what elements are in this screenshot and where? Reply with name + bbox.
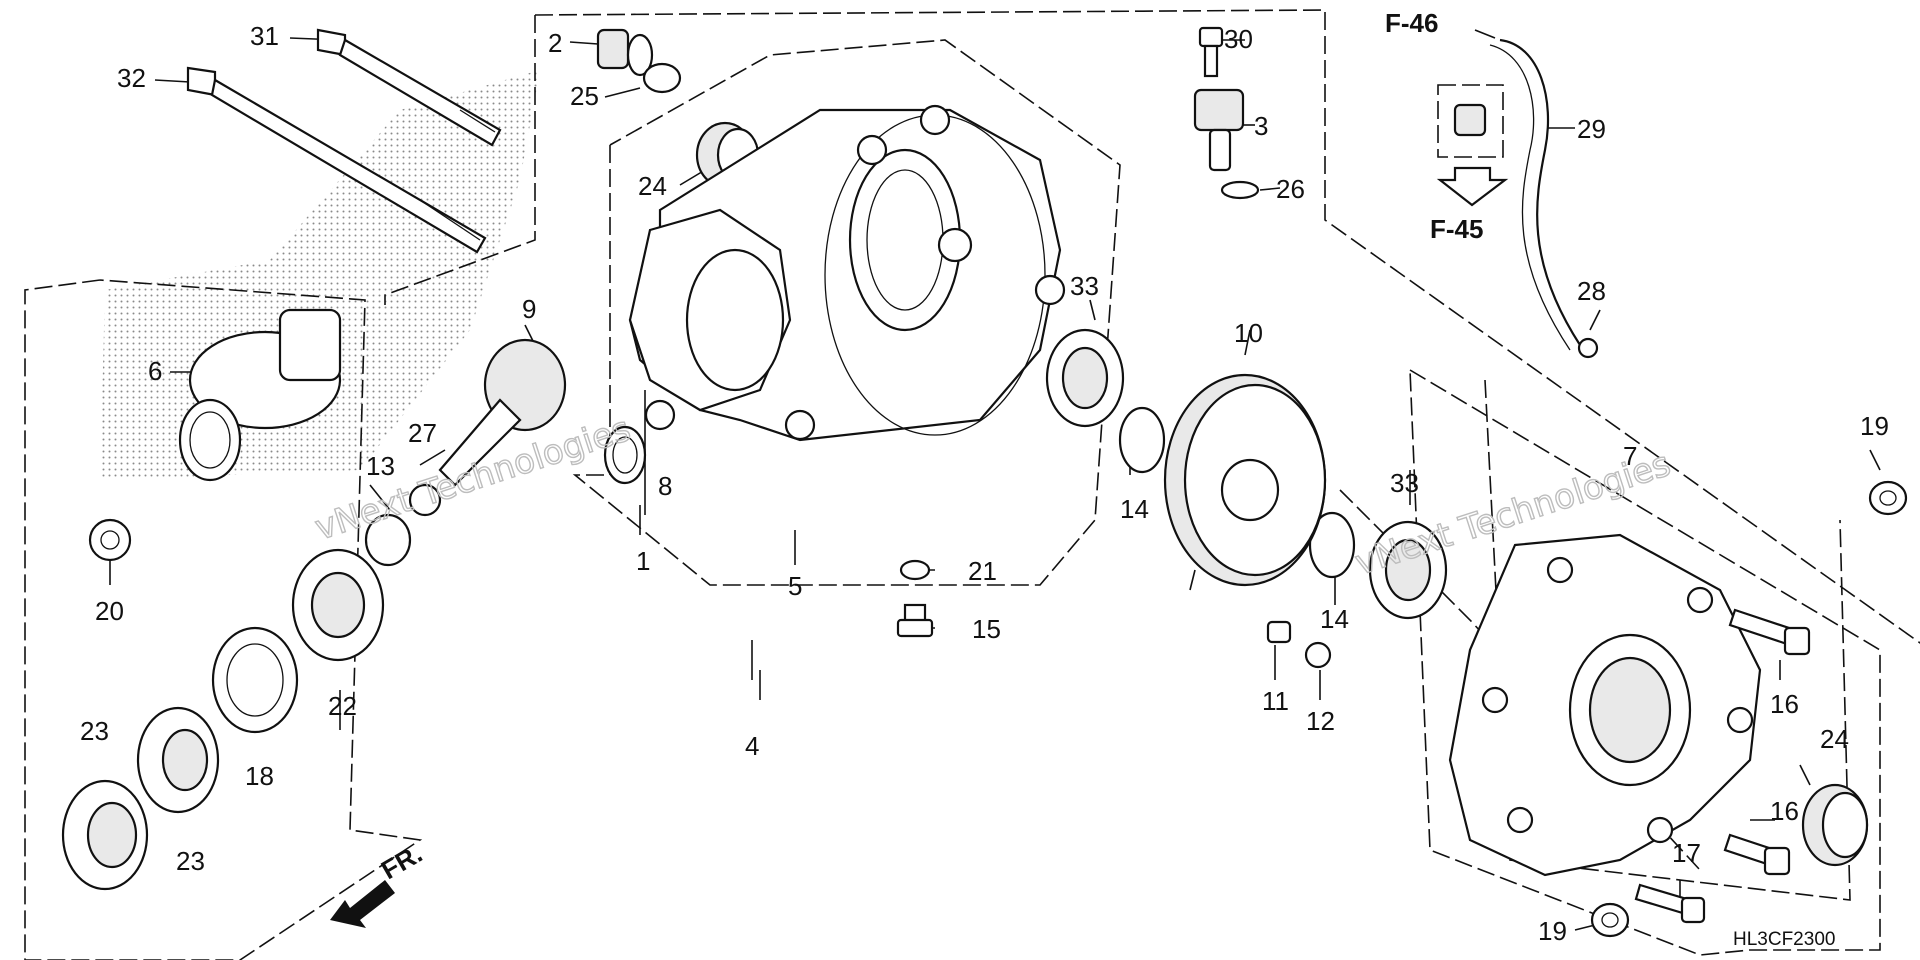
bolt-31 bbox=[316, 28, 502, 147]
part-number[interactable]: 32 bbox=[117, 63, 146, 93]
part-number[interactable]: 26 bbox=[1276, 174, 1305, 204]
gear-case-cover-7 bbox=[1448, 533, 1762, 877]
seal-23-a bbox=[136, 706, 220, 814]
bolt-11 bbox=[1266, 620, 1292, 644]
part-number[interactable]: 24 bbox=[1820, 724, 1849, 754]
part-number[interactable]: 23 bbox=[80, 716, 109, 746]
bearing-33-right bbox=[1368, 520, 1448, 620]
arrow-f46 bbox=[1474, 29, 1496, 39]
needle-bearing-8 bbox=[603, 399, 676, 485]
bearing-22 bbox=[291, 548, 385, 662]
bolt-15 bbox=[896, 603, 934, 638]
breather-hose-29 bbox=[1436, 38, 1581, 351]
part-number[interactable]: 19 bbox=[1860, 411, 1889, 441]
bolt-16-lower bbox=[1723, 833, 1791, 876]
part-number[interactable]: 29 bbox=[1577, 114, 1606, 144]
nut-20 bbox=[88, 518, 132, 562]
part-number[interactable]: 3 bbox=[1254, 111, 1268, 141]
part-number[interactable]: 18 bbox=[245, 761, 274, 791]
bearing-33-top bbox=[1045, 328, 1125, 428]
part-number-labels: 1 2 3 4 5 6 7 8 9 10 11 12 13 14 14 15 1… bbox=[80, 21, 1889, 946]
lock-nut-18 bbox=[211, 626, 299, 734]
part-number[interactable]: 11 bbox=[1262, 686, 1289, 716]
part-number[interactable]: 15 bbox=[972, 614, 1001, 644]
speed-sensor-3 bbox=[1193, 88, 1245, 172]
washer-13 bbox=[364, 513, 412, 567]
part-number[interactable]: 4 bbox=[745, 731, 759, 761]
o-ring-25 bbox=[642, 62, 682, 94]
part-number[interactable]: 14 bbox=[1320, 604, 1349, 634]
part-number[interactable]: 6 bbox=[148, 356, 162, 386]
part-number[interactable]: 25 bbox=[570, 81, 599, 111]
ring-gear-10 bbox=[1163, 373, 1327, 587]
washer-21 bbox=[899, 559, 931, 581]
part-number[interactable]: 28 bbox=[1577, 276, 1606, 306]
part-number[interactable]: 16 bbox=[1770, 689, 1799, 719]
front-label: FR. bbox=[376, 838, 427, 885]
oil-seal-24-right bbox=[1801, 783, 1869, 867]
part-number[interactable]: 2 bbox=[548, 28, 562, 58]
shim-14-b bbox=[1308, 511, 1356, 579]
bolt-16-upper bbox=[1728, 608, 1811, 656]
nut-19-bottom bbox=[1590, 902, 1630, 938]
washer-12 bbox=[1304, 641, 1332, 669]
clip-28 bbox=[1577, 337, 1599, 359]
pinion-gear-9 bbox=[438, 338, 567, 487]
ref-f45[interactable]: F-45 bbox=[1430, 214, 1483, 244]
part-number[interactable]: 1 bbox=[636, 546, 650, 576]
part-number[interactable]: 16 bbox=[1770, 796, 1799, 826]
plug-2 bbox=[596, 28, 654, 77]
part-number[interactable]: 27 bbox=[408, 418, 437, 448]
joint-6 bbox=[178, 308, 342, 482]
front-arrow bbox=[330, 880, 395, 928]
nut-19-top bbox=[1868, 480, 1908, 516]
part-number[interactable]: 21 bbox=[968, 556, 997, 586]
snap-ring-27 bbox=[408, 483, 442, 517]
part-number[interactable]: 23 bbox=[176, 846, 205, 876]
part-number[interactable]: 19 bbox=[1538, 916, 1567, 946]
part-number[interactable]: 12 bbox=[1306, 706, 1335, 736]
part-number[interactable]: 24 bbox=[638, 171, 667, 201]
diagram-code: HL3CF2300 bbox=[1733, 929, 1835, 950]
part-number[interactable]: 33 bbox=[1070, 271, 1099, 301]
ref-f46[interactable]: F-46 bbox=[1385, 8, 1438, 38]
part-number[interactable]: 7 bbox=[1623, 441, 1637, 471]
part-number[interactable]: 33 bbox=[1390, 468, 1419, 498]
part-number[interactable]: 8 bbox=[658, 471, 672, 501]
part-number[interactable]: 14 bbox=[1120, 494, 1149, 524]
part-number[interactable]: 10 bbox=[1234, 318, 1263, 348]
part-number[interactable]: 22 bbox=[328, 691, 357, 721]
o-ring-26 bbox=[1220, 180, 1260, 200]
gear-case-housing bbox=[628, 104, 1066, 442]
seal-23-b bbox=[61, 779, 149, 891]
bolt-17 bbox=[1634, 883, 1706, 924]
bolt-32 bbox=[186, 66, 487, 254]
part-number[interactable]: 9 bbox=[522, 294, 536, 324]
part-number[interactable]: 17 bbox=[1672, 838, 1701, 868]
part-number[interactable]: 30 bbox=[1224, 24, 1253, 54]
part-number[interactable]: 31 bbox=[250, 21, 279, 51]
part-number[interactable]: 13 bbox=[366, 451, 395, 481]
part-number[interactable]: 20 bbox=[95, 596, 124, 626]
part-number[interactable]: 5 bbox=[788, 571, 802, 601]
bolt-30 bbox=[1198, 26, 1224, 78]
shim-14-a bbox=[1118, 406, 1166, 474]
